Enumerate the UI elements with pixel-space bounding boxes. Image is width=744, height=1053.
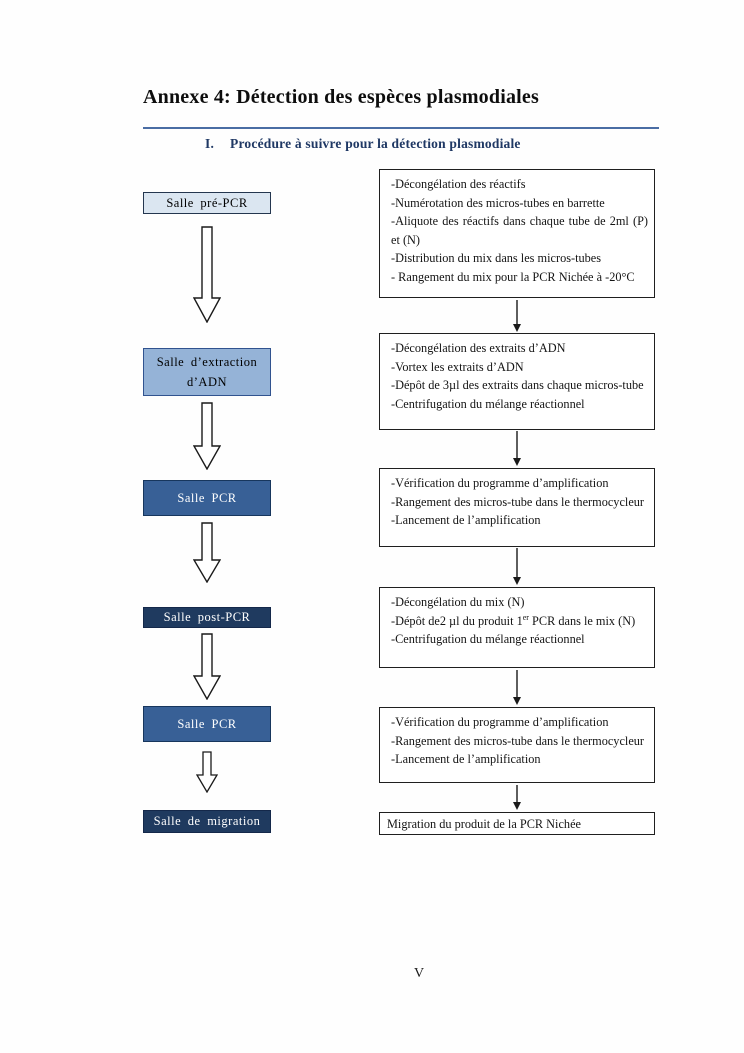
down-arrow-icon [513,548,521,585]
step-line: -Décongélation des extraits d’ADN [391,341,566,355]
step-line: -Rangement des micros-tube dans le therm… [391,733,645,748]
step-line: -Lancement de l’amplification [391,513,541,527]
step-line: -Décongélation des réactifs [391,177,526,191]
step-line: -Vérification du programme d’amplificati… [391,715,609,729]
step-line: -Vortex les extraits d’ADN [391,359,524,374]
room-box-salle-post-pcr: Salle post-PCR [143,607,271,628]
down-block-arrow-icon [193,226,221,323]
down-arrow-icon [513,785,521,810]
step-line: -Décongélation du mix (N) [391,595,525,609]
step-line-text: -Dépôt de2 µl du produit 1 [391,613,523,628]
second-amplification-steps-box: -Vérification du programme d’amplificati… [379,707,655,783]
section-title: Procédure à suivre pour la détection pla… [230,136,521,151]
down-arrow-icon [513,670,521,705]
step-line: -Vérification du programme d’amplificati… [391,476,609,490]
step-line: -Lancement de l’amplification [391,752,541,766]
down-block-arrow-icon [193,402,221,470]
ordinal-superscript: er [522,612,529,622]
step-line: -Centrifugation du mélange réactionnel [391,632,585,646]
room-box-salle-extraction-adn: Salle d’extraction d’ADN [143,348,271,396]
pre-pcr-steps-box: -Décongélation des réactifs -Numérotatio… [379,169,655,298]
step-line: -Rangement des micros-tube dans le therm… [391,494,645,509]
down-block-arrow-icon [193,633,221,700]
step-line: -Dépôt de2 µl du produit 1er PCR dans le… [391,612,648,631]
room-label: Salle d’extraction [156,355,258,369]
step-line: -Distribution du mix dans les micros-tub… [391,251,602,265]
title-divider [143,127,659,129]
step-line: - Rangement du mix pour la PCR Nichée à … [391,269,635,284]
step-line: -Aliquote des réactifs dans chaque tube … [391,214,648,247]
down-block-arrow-icon [196,751,218,793]
room-label: Salle de migration [153,814,261,828]
migration-step-box: Migration du produit de la PCR Nichée [379,812,655,835]
first-amplification-steps-box: -Vérification du programme d’amplificati… [379,468,655,547]
room-label: Salle pré-PCR [166,195,248,210]
section-heading: I. Procédure à suivre pour la détection … [205,136,521,152]
room-box-salle-de-migration: Salle de migration [143,810,271,833]
mix-n-preparation-steps-box: -Décongélation du mix (N) -Dépôt de2 µl … [379,587,655,668]
page-number: V [413,966,425,981]
room-label: Salle PCR [177,490,237,505]
step-line: -Centrifugation du mélange réactionnel [391,396,585,411]
page-title: Annexe 4: Détection des espèces plasmodi… [143,86,539,108]
room-label: Salle PCR [177,716,237,731]
step-line: -Dépôt de 3µl des extraits dans chaque m… [391,378,644,392]
step-line: -Numérotation des micros-tubes en barret… [391,195,605,210]
step-line: Migration du produit de la PCR Nichée [387,817,581,831]
room-box-salle-pcr-2: Salle PCR [143,706,271,742]
room-box-salle-pre-pcr: Salle pré-PCR [143,192,271,214]
down-arrow-icon [513,300,521,332]
room-box-salle-pcr-1: Salle PCR [143,480,271,516]
step-line-text: PCR dans le mix (N) [528,613,636,628]
down-arrow-icon [513,431,521,466]
room-label: Salle post-PCR [163,610,251,624]
down-block-arrow-icon [193,522,221,583]
room-label: d’ADN [187,375,227,389]
dna-extraction-steps-box: -Décongélation des extraits d’ADN -Vorte… [379,333,655,430]
section-number: I. [205,136,215,151]
